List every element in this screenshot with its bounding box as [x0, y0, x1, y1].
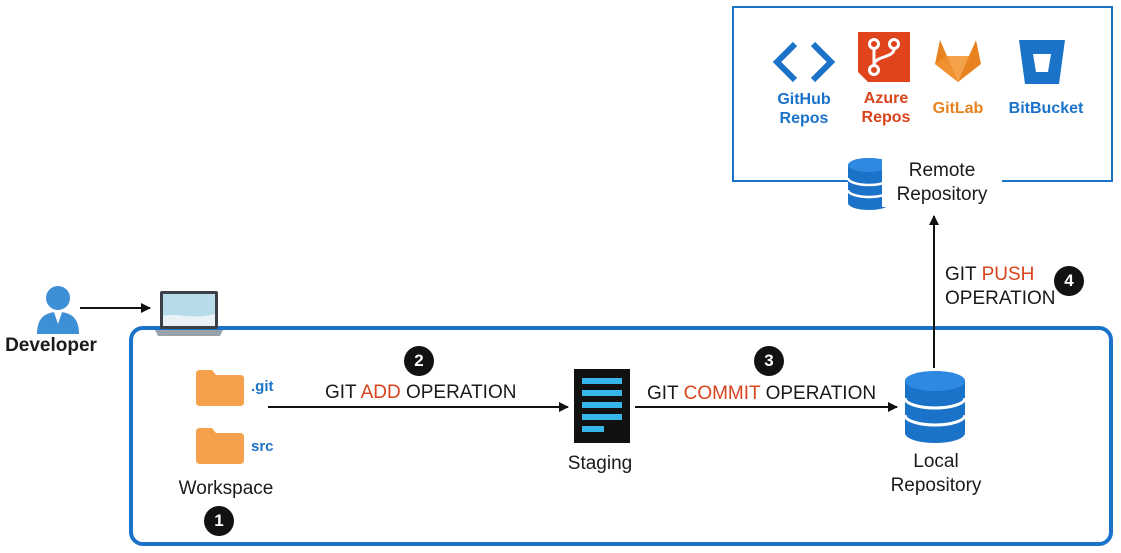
- local-environment-box: [129, 326, 1113, 546]
- github-repos-label: GitHub Repos: [777, 91, 831, 127]
- remote-repository-icon: [846, 158, 892, 210]
- github-icon: [772, 41, 836, 83]
- git-push-operation-label: GIT PUSH OPERATION: [945, 264, 1056, 309]
- laptop-icon: [155, 291, 223, 336]
- git-folder-label: .git: [251, 378, 274, 395]
- remote-repository-label: Remote Repository: [882, 159, 1002, 207]
- azure-repos-label: Azure Repos: [861, 90, 911, 126]
- step-2-badge: 2: [404, 346, 434, 376]
- commit-keyword: COMMIT: [683, 383, 761, 404]
- push-keyword: PUSH: [981, 264, 1035, 285]
- git-commit-operation-label: GIT COMMIT OPERATION: [647, 383, 877, 404]
- step-4-badge: 4: [1054, 266, 1084, 296]
- azure-repos-icon: [858, 32, 910, 82]
- add-keyword: ADD: [360, 382, 401, 403]
- src-folder-label: src: [251, 438, 274, 455]
- step-3-badge: 3: [754, 346, 784, 376]
- staging-icon: [574, 369, 630, 443]
- gitlab-icon: [935, 40, 981, 82]
- bitbucket-label: BitBucket: [1008, 100, 1084, 117]
- developer-label: Developer: [5, 335, 97, 356]
- bitbucket-icon: [1019, 40, 1065, 84]
- staging-label: Staging: [567, 453, 633, 474]
- gitlab-label: GitLab: [932, 100, 984, 117]
- git-add-operation-label: GIT ADD OPERATION: [325, 382, 517, 403]
- developer-icon: [37, 286, 79, 334]
- git-folder-icon: [196, 370, 244, 406]
- local-repository-label: Local Repository: [890, 451, 982, 496]
- src-folder-icon: [196, 428, 244, 464]
- local-repository-icon: [903, 371, 967, 443]
- step-1-badge: 1: [204, 506, 234, 536]
- workspace-label: Workspace: [178, 478, 274, 499]
